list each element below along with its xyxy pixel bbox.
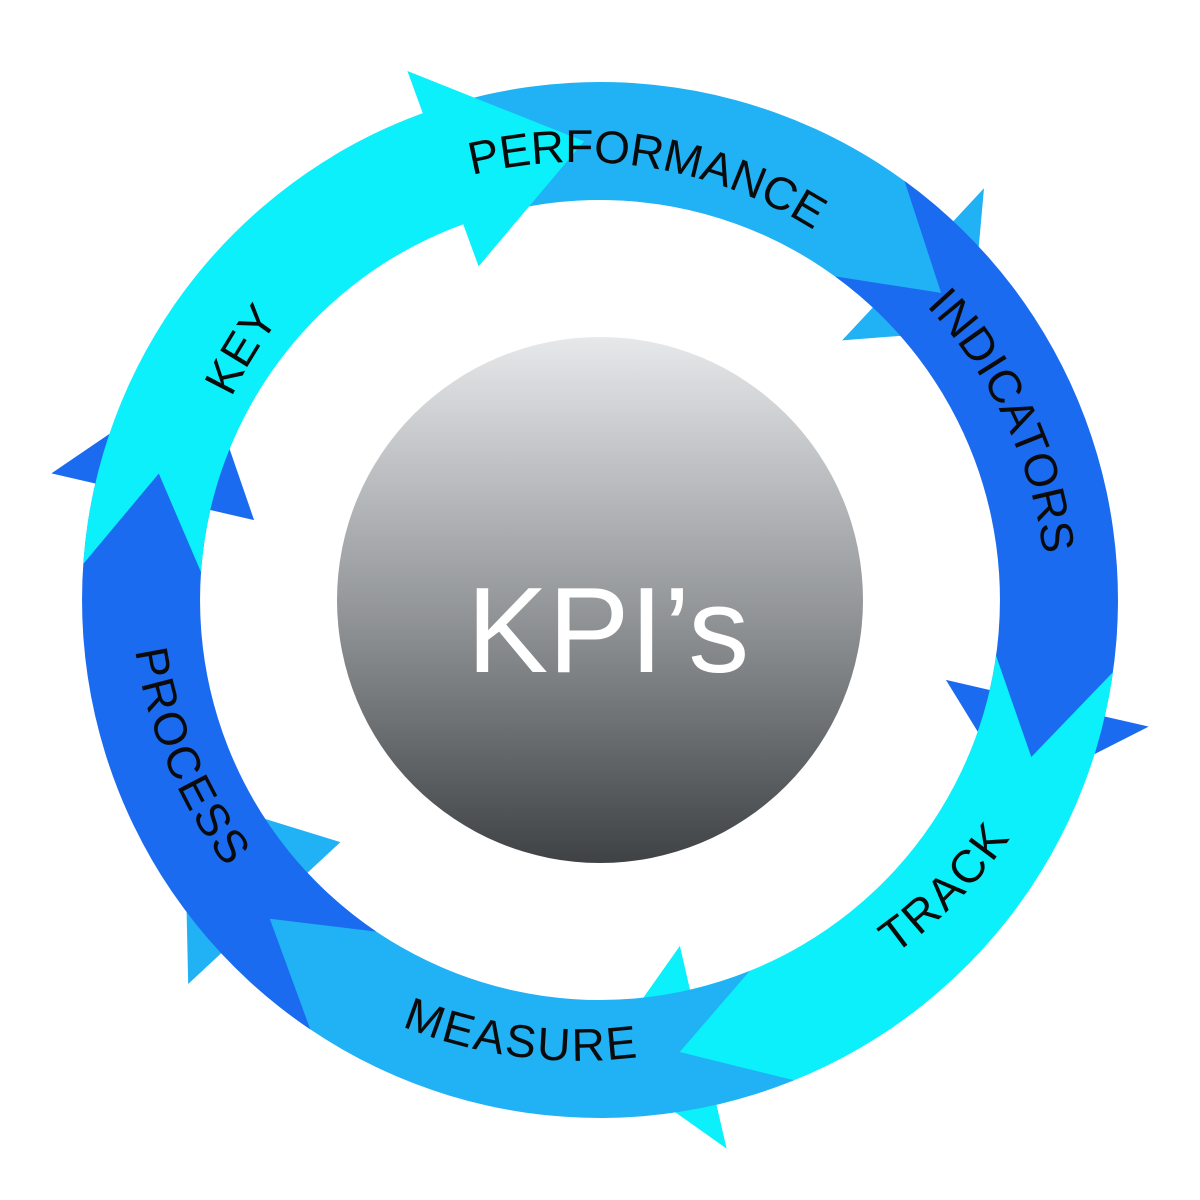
center-circle [337, 337, 863, 863]
arrow-measure [184, 794, 794, 1118]
arrow-track [600, 655, 1113, 1149]
arrow-key [83, 71, 585, 573]
cycle-arrows [51, 71, 1149, 1149]
center-label: KPI’s [467, 562, 750, 698]
arrow-process [51, 370, 377, 1030]
arrow-indicators [835, 180, 1149, 794]
